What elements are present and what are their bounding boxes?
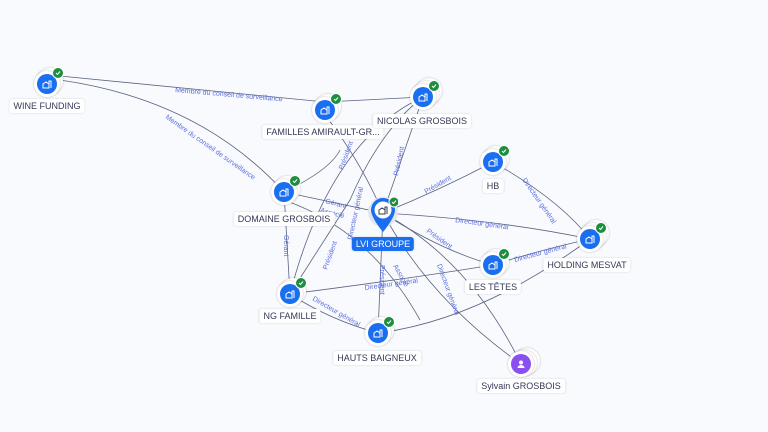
edge-label: Directeur général <box>435 263 460 316</box>
verified-check-icon <box>295 277 307 289</box>
building-icon <box>368 323 388 343</box>
node-label[interactable]: WINE FUNDING <box>9 99 85 113</box>
node-les-tetes[interactable] <box>480 248 510 278</box>
edge <box>382 212 591 240</box>
edge-label: Président <box>378 265 385 295</box>
edge <box>283 191 384 214</box>
edge-label: Gérant <box>282 235 289 256</box>
verified-check-icon <box>498 248 510 260</box>
node-hauts-baigneux[interactable] <box>365 316 395 346</box>
node-label[interactable]: HAUTS BAIGNEUX <box>333 351 421 365</box>
map-pin-icon <box>368 196 400 232</box>
node-label[interactable]: LES TÊTES <box>464 280 522 294</box>
node-lvi-groupe[interactable] <box>368 195 400 235</box>
verified-check-icon <box>330 93 342 105</box>
building-icon <box>37 74 57 94</box>
edge <box>283 191 291 295</box>
building-icon <box>483 255 503 275</box>
edge <box>377 212 384 334</box>
node-hb[interactable] <box>480 145 510 175</box>
node-label[interactable]: NICOLAS GROSBOIS <box>372 114 472 128</box>
edge <box>382 212 522 365</box>
node-label[interactable]: HOLDING MESVAT <box>543 258 631 272</box>
edge-label: Président <box>322 240 339 270</box>
building-icon <box>580 229 600 249</box>
verified-check-icon <box>498 145 510 157</box>
building-icon <box>413 87 433 107</box>
building-icon <box>274 182 294 202</box>
verified-check-icon <box>289 175 301 187</box>
edge <box>289 96 424 295</box>
building-icon <box>483 152 503 172</box>
node-holding-mesvat[interactable] <box>577 220 609 252</box>
edge-label: Membre du conseil de surveillance <box>175 87 283 103</box>
node-label[interactable]: NG FAMILLE <box>259 309 321 323</box>
edge-label: Directeur général <box>455 217 510 231</box>
edge <box>382 212 522 365</box>
node-domaine-grosbois[interactable] <box>271 175 301 205</box>
edge-label: Directeur général <box>347 186 365 240</box>
node-familles[interactable] <box>312 93 342 123</box>
verified-check-icon <box>595 222 607 234</box>
building-icon <box>315 100 335 120</box>
node-nicolas-grosbois[interactable] <box>410 78 442 110</box>
node-wine-funding[interactable] <box>34 67 64 97</box>
edge <box>59 79 285 193</box>
verified-check-icon <box>383 316 395 328</box>
edge <box>289 96 424 295</box>
edge-label: Membre du conseil de surveillance <box>164 114 256 182</box>
verified-check-icon <box>52 67 64 79</box>
edge <box>289 264 494 295</box>
node-label[interactable]: FAMILLES AMIRAULT-GR... <box>262 125 384 139</box>
verified-check-icon <box>428 80 440 92</box>
node-label[interactable]: HB <box>482 179 504 193</box>
edge-label: Président <box>393 146 406 176</box>
edge-label: Président <box>424 175 453 196</box>
person-icon <box>511 354 531 374</box>
node-sylvain-grosbois[interactable] <box>508 348 540 377</box>
node-label[interactable]: Sylvain GROSBOIS <box>477 379 565 393</box>
node-label[interactable]: DOMAINE GROSBOIS <box>233 212 335 226</box>
edge-label: Directeur général <box>364 278 419 292</box>
node-ng-famille[interactable] <box>277 277 307 307</box>
node-label-selected[interactable]: LVI GROUPE <box>351 237 415 251</box>
building-icon <box>280 284 300 304</box>
